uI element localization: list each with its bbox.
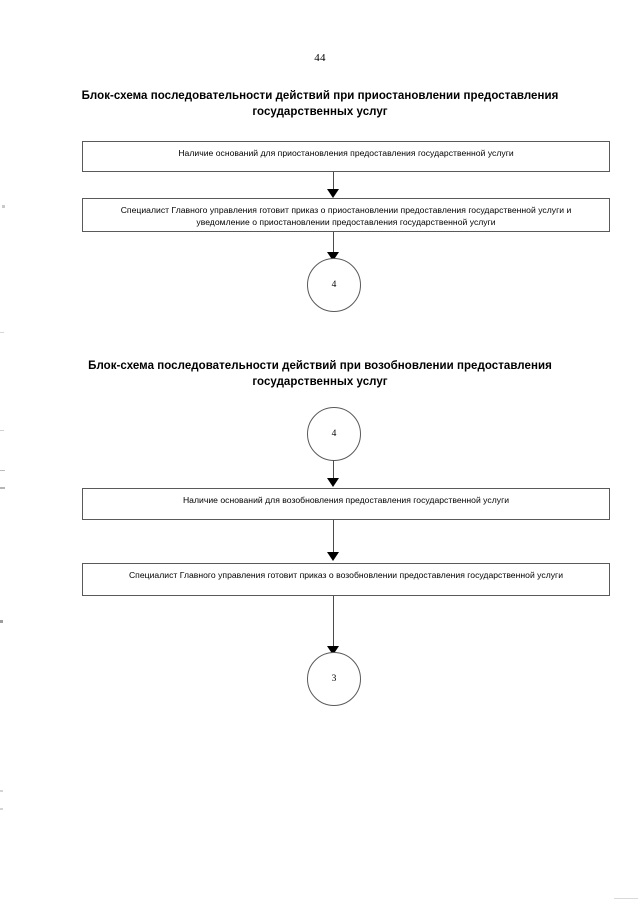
section-title-resumption: Блок-схема последовательности действий п… bbox=[88, 360, 552, 388]
connector-circle-label: 4 bbox=[331, 280, 337, 290]
arrow-down-icon bbox=[327, 189, 339, 198]
connector-line bbox=[333, 172, 334, 190]
scan-artifact bbox=[0, 430, 4, 431]
connector-circle-label: 4 bbox=[331, 429, 337, 439]
flowchart-connector-circle-4: 4 bbox=[307, 258, 361, 312]
section-title-suspension: Блок-схема последовательности действий п… bbox=[81, 90, 559, 118]
connector-line bbox=[333, 232, 334, 254]
scan-artifact bbox=[0, 808, 3, 810]
connector-line bbox=[333, 596, 334, 647]
page-number: 44 bbox=[314, 52, 326, 64]
scan-artifact bbox=[0, 620, 3, 623]
flowchart-connector-circle-3: 3 bbox=[307, 652, 361, 706]
scan-artifact bbox=[0, 790, 3, 792]
connector-line bbox=[333, 520, 334, 553]
arrow-down-icon bbox=[327, 646, 339, 655]
flowchart-box-suspension-order: Специалист Главного управления готовит п… bbox=[82, 198, 610, 232]
flowchart-box-resumption-grounds: Наличие оснований для возобновления пред… bbox=[82, 488, 610, 520]
scan-artifact bbox=[2, 205, 5, 208]
flowchart-box-text: Специалист Главного управления готовит п… bbox=[128, 570, 564, 580]
flowchart-box-text: Наличие оснований для возобновления пред… bbox=[182, 495, 510, 505]
scan-artifact bbox=[0, 332, 4, 333]
flowchart-box-text: Наличие оснований для приостановления пр… bbox=[178, 148, 514, 158]
flowchart-box-suspension-grounds: Наличие оснований для приостановления пр… bbox=[82, 141, 610, 172]
arrow-down-icon bbox=[327, 252, 339, 261]
scan-artifact bbox=[0, 487, 5, 489]
flowchart-box-text: Специалист Главного управления готовит п… bbox=[120, 205, 572, 227]
scan-artifact bbox=[0, 470, 5, 471]
scan-artifact bbox=[614, 898, 638, 899]
connector-line bbox=[333, 460, 334, 479]
flowchart-box-resumption-order: Специалист Главного управления готовит п… bbox=[82, 563, 610, 596]
connector-circle-label: 3 bbox=[331, 674, 337, 684]
arrow-down-icon bbox=[327, 478, 339, 487]
flowchart-connector-circle-4-entry: 4 bbox=[307, 407, 361, 461]
arrow-down-icon bbox=[327, 552, 339, 561]
